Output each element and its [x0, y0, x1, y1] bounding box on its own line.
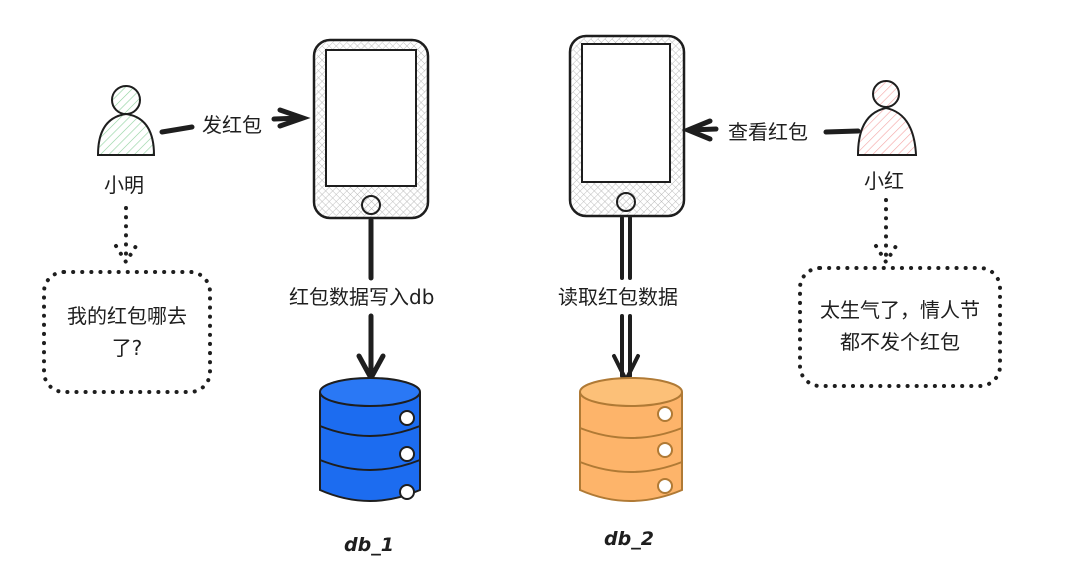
xiaohong-name: 小红 — [864, 169, 904, 193]
send-arrow — [159, 107, 311, 135]
xiaoming-bubble-text: 我的红包哪去 了? — [44, 300, 210, 364]
db-1-icon — [319, 377, 421, 502]
view-label: 查看红包 — [728, 120, 808, 144]
xiaoming-thought-arrow — [114, 206, 138, 266]
phone-1-icon — [312, 38, 430, 220]
db-2-label: db_2 — [604, 528, 654, 550]
xiaohong-person-icon — [856, 80, 918, 156]
view-arrow — [681, 118, 861, 142]
xiaoming-bubble-line-2: 了? — [111, 336, 143, 360]
xiaoming-thought-bubble — [42, 270, 212, 394]
xiaohong-thought-arrow — [874, 198, 898, 266]
write-label: 红包数据写入db — [289, 285, 435, 309]
phone-2-icon — [568, 34, 686, 218]
xiaoming-name: 小明 — [104, 173, 144, 197]
db-1-label: db_1 — [344, 534, 394, 556]
xiaohong-bubble-text: 太生气了，情人节 都不发个红包 — [800, 294, 1000, 358]
db-2-icon — [579, 377, 683, 502]
xiaoming-bubble-line-1: 我的红包哪去 — [67, 304, 187, 328]
read-label: 读取红包数据 — [558, 285, 678, 309]
xiaoming-person-icon — [96, 85, 156, 156]
xiaohong-bubble-line-1: 太生气了，情人节 — [820, 298, 980, 322]
xiaohong-bubble-line-2: 都不发个红包 — [840, 330, 960, 354]
send-label: 发红包 — [202, 113, 262, 137]
xiaohong-thought-bubble — [798, 266, 1002, 388]
